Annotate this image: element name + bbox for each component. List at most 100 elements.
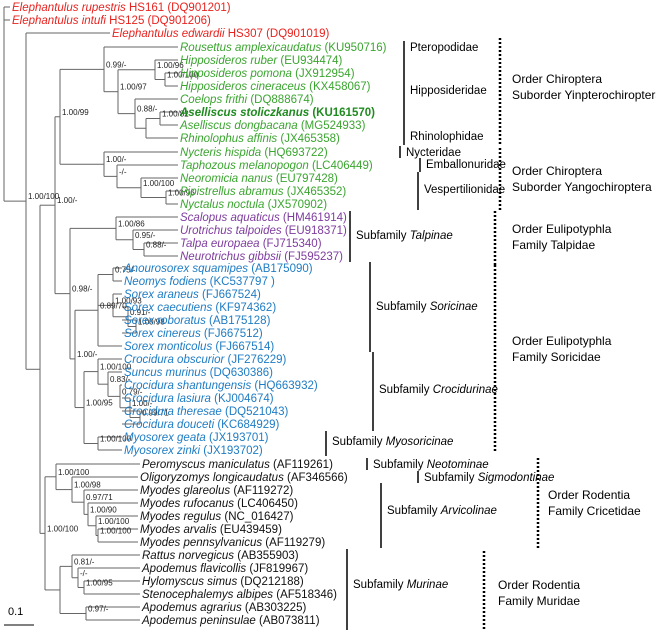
species-name: Aselliscus dongbacana [179, 120, 298, 132]
taxon-label: Urotrichus talpoides (EU918371) [180, 225, 347, 237]
subfamily-name: Murinae [407, 579, 449, 591]
accession-number: (JX193701) [206, 432, 269, 444]
species-name: Myodes pennsylvanicus [140, 537, 262, 549]
species-name: Hipposideros pomona [180, 68, 292, 80]
species-name: Crocidura douceti [124, 419, 215, 431]
accession-number: (AB355903) [234, 550, 299, 562]
node-support-label: 1.00/95 [86, 579, 113, 588]
species-name: Crocidura lasiura [124, 393, 211, 405]
taxon-label: Stenocephalemys albipes (AF518346) [142, 589, 337, 601]
accession-number: (DQ212188) [237, 576, 304, 588]
species-name: Anourosorex squamipes [123, 263, 248, 275]
family-label: Vespertilionidae [424, 184, 505, 196]
node-support-label: 1.00/98 [74, 481, 101, 490]
order-label: Order Eulipotyphla [512, 334, 612, 348]
accession-number: (KC684929) [214, 419, 279, 431]
suborder-label: Family Soricidae [512, 350, 601, 364]
order-label: Order Rodentia [498, 578, 580, 592]
taxon-label: Elephantulus edwardii HS307 (DQ901019) [112, 28, 330, 40]
subfamily-prefix: Subfamily [356, 230, 410, 242]
species-name: Pipistrellus abramus [180, 186, 284, 198]
node-support-label: 0.89/70 [100, 301, 127, 310]
accession-number: (EU934474) [277, 55, 342, 67]
accession-number: HS125 (DQ901206) [106, 15, 211, 27]
taxon-label: Crocidura douceti (KC684929) [124, 419, 280, 431]
family-label: Hipposideridae [410, 85, 487, 97]
node-support-label: 1.00/100 [28, 192, 60, 201]
taxon-label: Apodemus flavicollis (JF819967) [141, 563, 308, 575]
family-label: Rhinolophidae [410, 131, 484, 143]
taxon-label: Nyctalus noctula (JX570902) [180, 199, 327, 211]
taxon-label: Myosorex geata (JX193701) [124, 432, 269, 444]
taxon-label: Pipistrellus abramus (JX465352) [180, 186, 346, 198]
node-support-label: 0.91/- [130, 308, 151, 317]
taxon-label: Aselliscus stoliczkanus (KU161570) [179, 107, 375, 119]
species-name: Urotrichus talpoides [180, 225, 282, 237]
suborder-label: Family Cricetidae [548, 504, 641, 518]
species-name: Elephantulus edwardii [112, 28, 225, 40]
taxon-label: Anourosorex squamipes (AB175090) [123, 263, 313, 275]
order-label: Order Eulipotyphla [512, 222, 612, 236]
species-name: Myodes glareolus [140, 485, 230, 497]
accession-number: (KC537797 ) [206, 276, 275, 288]
group-annotations: PteropodidaeHipposideridaeRhinolophidaeN… [4, 38, 656, 630]
accession-number: (DQ888674) [247, 94, 314, 106]
taxon-labels: Elephantulus rupestris HS161 (DQ901201)E… [12, 2, 387, 627]
subfamily-name: Arvicolinae [440, 505, 497, 517]
subfamily-prefix: Subfamily [376, 301, 430, 313]
node-support-label: 1.00/- [57, 196, 78, 205]
species-name: Sorex araneus [124, 289, 199, 301]
accession-number: (AB303225) [242, 602, 307, 614]
taxon-label: Myodes arvalis (EU439459) [140, 524, 282, 536]
accession-number: (HM461914) [280, 212, 347, 224]
subfamily-prefix: Subfamily [387, 505, 441, 517]
order-label: Order Chiroptera [512, 164, 602, 178]
species-name: Nycteris hispida [180, 147, 261, 159]
node-support-label: 1.00/90 [90, 505, 117, 514]
order-label: Order Rodentia [548, 488, 630, 502]
species-name: Crocidura shantungensis [124, 380, 251, 392]
accession-number: (JX465352) [284, 186, 347, 198]
node-support-label: 1.00/100 [167, 71, 199, 80]
species-name: Apodemus agrarius [141, 602, 242, 614]
species-name: Hipposideros cineraceus [180, 81, 306, 93]
node-support-label: 1.00/99 [62, 108, 89, 117]
taxon-label: Scalopus aquaticus (HM461914) [180, 212, 347, 224]
species-name: Sorex roboratus [124, 315, 206, 327]
node-support-label: 1.00/96 [168, 189, 195, 198]
accession-number: (AF346566) [284, 472, 348, 484]
accession-number: (AF518346) [273, 589, 337, 601]
taxon-label: Neurotrichus gibbsii (FJ595237) [180, 251, 343, 263]
node-support-label: 1.00/97 [120, 83, 147, 92]
subfamily-name: Myosoricinae [386, 436, 454, 448]
node-support-label: 0.98/- [72, 285, 93, 294]
species-name: Oligoryzomys longicaudatus [140, 472, 284, 484]
subfamily-prefix: Subfamily [373, 459, 427, 471]
taxon-label: Suncus murinus (DQ630386) [124, 367, 273, 379]
subfamily-prefix: Subfamily [379, 384, 433, 396]
family-label: Pteropodidae [410, 42, 478, 54]
species-name: Apodemus peninsulae [141, 615, 256, 627]
node-support-label: 0.81/- [74, 557, 95, 566]
taxon-label: Peromyscus maniculatus (AF119261) [142, 459, 333, 471]
node-support-label: 0.83/- [110, 375, 131, 384]
taxon-label: Oligoryzomys longicaudatus (AF346566) [140, 472, 348, 484]
node-support-labels: 1.00/820.88/-1.00/1001.00/961.00/970.99/… [28, 60, 199, 613]
taxon-label: Hipposideros cineraceus (KX458067) [180, 81, 371, 93]
accession-number: (KU161570) [309, 107, 375, 119]
node-support-label: 1.00/98 [138, 318, 165, 327]
accession-number: HS161 (DQ901201) [126, 2, 231, 14]
taxon-label: Sorex cinereus (FJ667512) [124, 328, 263, 340]
family-label: Subfamily Soricinae [376, 301, 478, 313]
node-support-label: 1.00/95 [86, 399, 113, 408]
taxon-label: Myodes glareolus (AF119272) [140, 485, 293, 497]
accession-number: (KU950716) [321, 42, 386, 54]
species-name: Myodes rufocanus [140, 498, 234, 510]
taxon-label: Elephantulus rupestris HS161 (DQ901201) [12, 2, 231, 14]
species-name: Aselliscus stoliczkanus [179, 107, 309, 119]
species-name: Stenocephalemys albipes [142, 589, 273, 601]
accession-number: (JX465358) [277, 133, 340, 145]
species-name: Elephantulus rupestris [12, 2, 126, 14]
taxon-label: Myodes rufocanus (LC406450) [140, 498, 298, 510]
node-support-label: 1.00/- [106, 155, 127, 164]
